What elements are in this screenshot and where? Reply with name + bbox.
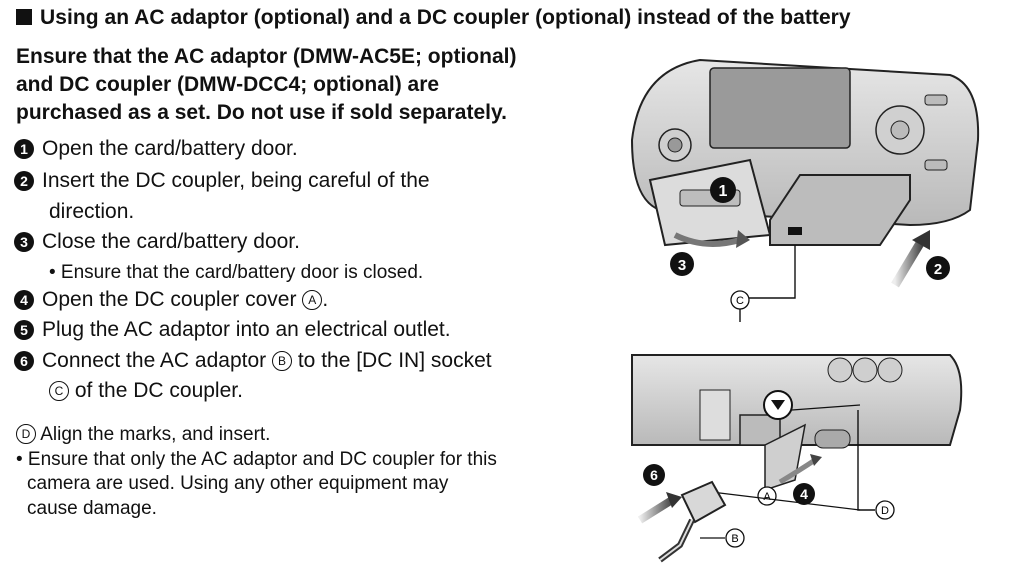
notes: D Align the marks, and insert. • Ensure …	[16, 423, 606, 521]
note-align-text: Align the marks, and insert.	[40, 424, 271, 445]
ac-adaptor-plug	[680, 480, 727, 524]
callout-1-text: 1	[719, 183, 728, 200]
callout-3-text: 3	[678, 257, 686, 274]
step-2-text: Insert the DC coupler, being careful of …	[42, 169, 430, 192]
step-number-2: 2	[14, 171, 34, 191]
label-c-mark: C	[49, 381, 69, 401]
step-4-text: Open the DC coupler cover	[42, 288, 297, 311]
callout-2	[926, 256, 950, 280]
illus-label-b-text: B	[731, 533, 738, 545]
step-number-3: 3	[14, 232, 34, 252]
step-3: 3 Close the card/battery door.	[14, 230, 300, 254]
camera-top-view: 1 3 2 C	[630, 58, 980, 322]
step-6-continuation: C of the DC coupler.	[49, 379, 243, 403]
intro-line-1: Ensure that the AC adaptor (DMW-AC5E; op…	[16, 45, 517, 68]
intro-line-3: purchased as a set. Do not use if sold s…	[16, 101, 507, 124]
square-bullet-icon	[16, 9, 32, 25]
callout-4-text: 4	[800, 486, 808, 502]
step-6-text-2: of the DC coupler.	[74, 379, 243, 402]
illus-label-a	[757, 486, 777, 506]
illus-label-c-text: C	[736, 295, 744, 307]
step-6-text-b: to the [DC IN] socket	[297, 349, 492, 372]
section-title-text: Using an AC adaptor (optional) and a DC …	[40, 6, 851, 29]
illus-label-d-text: D	[881, 505, 889, 517]
step-number-4: 4	[14, 290, 34, 310]
section-heading: Using an AC adaptor (optional) and a DC …	[16, 6, 851, 30]
illus-label-d	[875, 500, 895, 520]
step-5-text: Plug the AC adaptor into an electrical o…	[42, 318, 451, 341]
label-b-mark: B	[272, 351, 292, 371]
step-6-text: Connect the AC adaptor	[42, 349, 267, 372]
camera-illustration: 1 3 2 C 4	[630, 58, 980, 563]
label-d-mark: D	[16, 424, 36, 444]
step-6: 6 Connect the AC adaptor B to the [DC IN]…	[14, 349, 492, 373]
dc-coupler	[769, 174, 911, 246]
illus-label-c	[730, 290, 750, 310]
note-bullet-line-3: cause damage.	[27, 497, 157, 519]
step-1-text: Open the card/battery door.	[42, 137, 298, 160]
callout-3	[670, 252, 694, 276]
step-number-6: 6	[14, 351, 34, 371]
step-2-continuation: direction.	[49, 200, 135, 223]
callout-6-text: 6	[650, 467, 658, 483]
intro-line-2: and DC coupler (DMW-DCC4; optional) are	[16, 73, 440, 96]
note-align: D Align the marks, and insert.	[16, 423, 606, 448]
camera-bottom-view: 4 A D 6 B	[631, 354, 963, 563]
callout-1	[710, 177, 736, 203]
step-number-1: 1	[14, 139, 34, 159]
callout-6	[643, 464, 665, 486]
step-5: 5 Plug the AC adaptor into an electrical …	[14, 318, 451, 342]
callout-2-text: 2	[934, 261, 942, 278]
step-number-5: 5	[14, 320, 34, 340]
step-2: 2 Insert the DC coupler, being careful of…	[14, 169, 430, 193]
lcd-screen	[709, 67, 851, 149]
note-bullet-line-2: camera are used. Using any other equipme…	[27, 473, 449, 494]
step-3-note: • Ensure that the card/battery door is c…	[49, 262, 424, 283]
intro-warning: Ensure that the AC adaptor (DMW-AC5E; op…	[16, 43, 616, 127]
label-a-mark: A	[302, 290, 323, 310]
step-1: 1 Open the card/battery door.	[14, 137, 298, 161]
step-3-text: Close the card/battery door.	[42, 230, 300, 253]
illus-label-a-text: A	[763, 491, 771, 503]
illus-label-b	[725, 528, 745, 548]
callout-4	[793, 483, 815, 505]
note-bullet-line-1: • Ensure that only the AC adaptor and DC…	[16, 448, 497, 470]
